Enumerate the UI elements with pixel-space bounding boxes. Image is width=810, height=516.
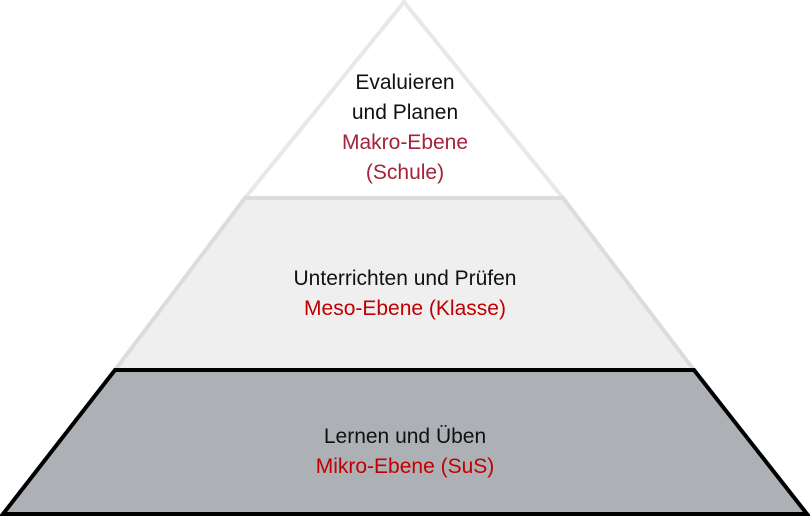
tier-bottom-label: Lernen und Üben Mikro-Ebene (SuS) bbox=[255, 422, 555, 482]
tier-middle-label: Unterrichten und Prüfen Meso-Ebene (Klas… bbox=[255, 264, 555, 324]
tier-middle-title: Unterrichten und Prüfen bbox=[293, 267, 517, 290]
tier-top-subtitle-line-2: (Schule) bbox=[365, 161, 445, 184]
tier-middle-subtitle: Meso-Ebene (Klasse) bbox=[304, 297, 506, 320]
pyramid-tier-bottom bbox=[0, 368, 810, 516]
tier-top-title-line-1: Evaluieren bbox=[355, 71, 455, 94]
tier-top-title-line-2: und Planen bbox=[351, 101, 459, 124]
tier-bottom-subtitle: Mikro-Ebene (SuS) bbox=[315, 455, 495, 478]
tier-top-subtitle-line-1: Makro-Ebene bbox=[341, 131, 469, 154]
tier-bottom-title: Lernen und Üben bbox=[323, 425, 487, 448]
tier-top-label: Evaluieren und Planen Makro-Ebene (Schul… bbox=[305, 68, 505, 188]
